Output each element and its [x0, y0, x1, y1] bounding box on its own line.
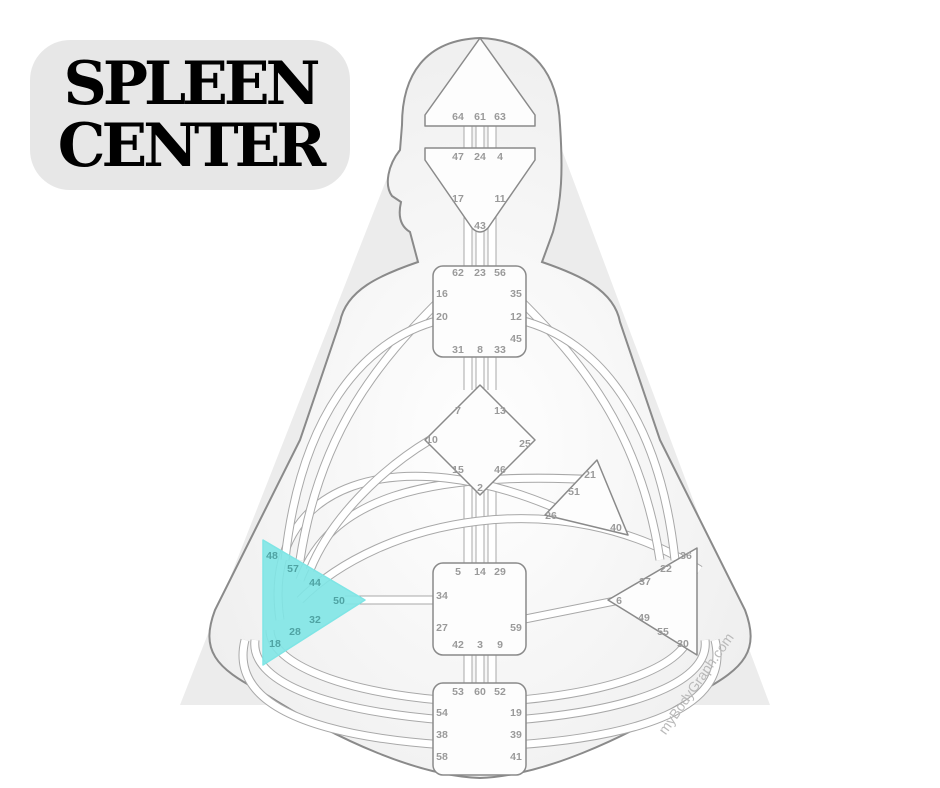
gate-24: 24	[474, 151, 486, 163]
gate-56: 56	[494, 267, 506, 279]
gate-5: 5	[455, 566, 461, 578]
gate-48: 48	[266, 550, 278, 562]
channel-fill	[519, 596, 621, 624]
gate-7: 7	[455, 405, 461, 417]
gate-10: 10	[426, 434, 438, 446]
gate-22: 22	[660, 563, 672, 575]
gate-55: 55	[657, 626, 669, 638]
gate-51: 51	[568, 486, 580, 498]
gate-52: 52	[494, 686, 506, 698]
channel-fill	[306, 436, 432, 572]
channel-fill	[519, 316, 679, 561]
gate-41: 41	[510, 751, 522, 763]
gate-8: 8	[477, 344, 483, 356]
gate-3: 3	[477, 639, 483, 651]
center-heart[interactable]	[544, 459, 629, 536]
gate-4: 4	[497, 151, 503, 163]
gate-34: 34	[436, 590, 448, 602]
gate-31: 31	[452, 344, 464, 356]
gate-20: 20	[436, 311, 448, 323]
gate-33: 33	[494, 344, 506, 356]
gate-21: 21	[584, 469, 596, 481]
center-root[interactable]	[432, 682, 527, 776]
gate-19: 19	[510, 707, 522, 719]
gate-58: 58	[436, 751, 448, 763]
gate-6: 6	[616, 595, 622, 607]
gate-36: 36	[680, 550, 692, 562]
gate-32: 32	[309, 614, 321, 626]
gate-61: 61	[474, 111, 486, 123]
gate-54: 54	[436, 707, 448, 719]
center-spleen[interactable]	[262, 539, 366, 666]
gate-16: 16	[436, 288, 448, 300]
gate-50: 50	[333, 595, 345, 607]
gate-59: 59	[510, 622, 522, 634]
channel-fill	[297, 515, 702, 603]
gate-23: 23	[474, 267, 486, 279]
gate-15: 15	[452, 464, 464, 476]
gate-37: 37	[639, 576, 651, 588]
gate-42: 42	[452, 639, 464, 651]
channel-fill	[251, 639, 446, 724]
gate-63: 63	[494, 111, 506, 123]
gate-12: 12	[510, 311, 522, 323]
center-solar-plexus[interactable]	[607, 547, 698, 656]
gate-17: 17	[452, 193, 464, 205]
gate-26: 26	[545, 510, 557, 522]
gate-46: 46	[494, 464, 506, 476]
gate-45: 45	[510, 333, 522, 345]
gate-35: 35	[510, 288, 522, 300]
gate-60: 60	[474, 686, 486, 698]
gate-44: 44	[309, 577, 321, 589]
gate-9: 9	[497, 639, 503, 651]
gate-43: 43	[474, 220, 486, 232]
gate-25: 25	[519, 438, 531, 450]
center-throat[interactable]	[432, 265, 527, 358]
center-sacral[interactable]	[432, 562, 527, 656]
title-banner: SPLEEN CENTER	[30, 40, 350, 190]
gate-47: 47	[452, 151, 464, 163]
gate-13: 13	[494, 405, 506, 417]
page-title: SPLEEN CENTER	[57, 49, 327, 181]
channel-fill	[239, 639, 446, 749]
channel-fill	[514, 639, 721, 749]
gate-62: 62	[452, 267, 464, 279]
channel-fill	[281, 316, 441, 561]
gate-27: 27	[436, 622, 448, 634]
centers	[262, 37, 698, 776]
gate-53: 53	[452, 686, 464, 698]
gate-29: 29	[494, 566, 506, 578]
gate-64: 64	[452, 111, 464, 123]
gate-57: 57	[287, 563, 299, 575]
gate-2: 2	[477, 482, 483, 494]
gate-38: 38	[436, 729, 448, 741]
gate-28: 28	[289, 626, 301, 638]
center-g[interactable]	[424, 384, 536, 496]
gate-14: 14	[474, 566, 486, 578]
center-head[interactable]	[424, 37, 536, 127]
gate-49: 49	[638, 612, 650, 624]
gate-39: 39	[510, 729, 522, 741]
gate-11: 11	[494, 193, 505, 205]
gate-40: 40	[610, 522, 622, 534]
center-ajna[interactable]	[424, 147, 536, 233]
channel-fill	[514, 639, 709, 724]
gate-30: 30	[677, 638, 689, 650]
gate-18: 18	[269, 638, 281, 650]
